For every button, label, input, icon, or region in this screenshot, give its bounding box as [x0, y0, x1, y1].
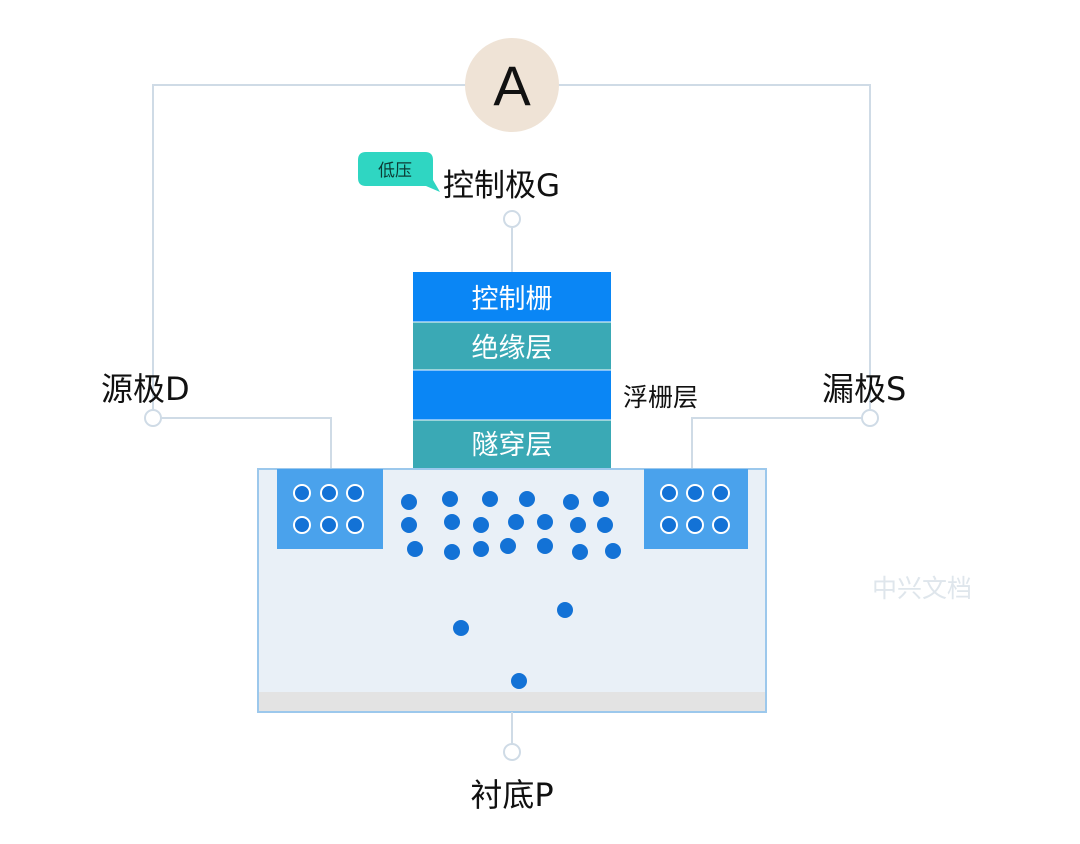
doped-electron — [320, 516, 338, 534]
doped-electron — [712, 516, 730, 534]
floating-gate-layer — [413, 370, 611, 420]
doped-electron — [293, 516, 311, 534]
electron-dot — [444, 514, 460, 530]
electron-dot — [401, 517, 417, 533]
electron-dot — [511, 673, 527, 689]
doped-electron — [346, 484, 364, 502]
electron-dot — [537, 514, 553, 530]
drain-doped-region — [644, 469, 748, 549]
electron-group — [293, 484, 730, 689]
electron-dot — [453, 620, 469, 636]
electron-dot — [605, 543, 621, 559]
ammeter-symbol: A — [493, 54, 531, 117]
insulation-layer — [413, 322, 611, 370]
ammeter: A — [465, 38, 559, 132]
drain-node — [861, 409, 879, 427]
source-doped-region — [277, 469, 383, 549]
substrate-node — [503, 743, 521, 761]
floating-gate-label: 浮栅层 — [623, 383, 698, 412]
control-gate-node — [503, 210, 521, 228]
source-label: 源极D — [101, 370, 190, 408]
electron-dot — [500, 538, 516, 554]
substrate-terminal: 衬底P — [470, 712, 554, 814]
electron-dot — [508, 514, 524, 530]
tunnel-layer — [413, 420, 611, 469]
doped-electron — [686, 516, 704, 534]
electron-dot — [537, 538, 553, 554]
electron-dot — [557, 602, 573, 618]
control-gate-layer-label: 控制栅 — [472, 284, 553, 315]
electron-dot — [444, 544, 460, 560]
control-gate-terminal: 低压 控制极G — [358, 152, 560, 272]
substrate-label: 衬底P — [470, 776, 553, 814]
electron-dot — [401, 494, 417, 510]
electron-dot — [597, 517, 613, 533]
electron-dot — [572, 544, 588, 560]
source-node — [144, 409, 162, 427]
tunnel-layer-label: 隧穿层 — [472, 430, 553, 461]
electron-dot — [473, 517, 489, 533]
doped-electron — [293, 484, 311, 502]
control-gate-label: 控制极G — [443, 168, 560, 204]
electron-dot — [473, 541, 489, 557]
electron-dot — [407, 541, 423, 557]
electron-dot — [482, 491, 498, 507]
doped-electron — [320, 484, 338, 502]
electron-dot — [570, 517, 586, 533]
doped-electron — [660, 484, 678, 502]
substrate-base-strip — [259, 692, 765, 711]
source-terminal: 源极D — [101, 370, 332, 469]
doped-electron — [686, 484, 704, 502]
doped-electron — [712, 484, 730, 502]
electron-dot — [442, 491, 458, 507]
watermark-text: 中兴文档 — [872, 574, 972, 603]
doped-electron — [660, 516, 678, 534]
drain-label: 漏极S — [822, 370, 906, 408]
control-gate-layer — [413, 272, 611, 322]
substrate — [257, 468, 767, 713]
insulation-layer-label: 绝缘层 — [472, 333, 553, 364]
voltage-badge-text: 低压 — [378, 161, 412, 181]
electron-dot — [519, 491, 535, 507]
drain-terminal: 漏极S — [691, 370, 906, 469]
drain-wire — [691, 417, 862, 469]
voltage-badge — [358, 152, 440, 192]
doped-electron — [346, 516, 364, 534]
ammeter-circle — [465, 38, 559, 132]
electron-dot — [563, 494, 579, 510]
source-wire — [161, 417, 332, 469]
gate-stack: 控制栅 绝缘层 隧穿层 — [413, 272, 611, 469]
electron-dot — [593, 491, 609, 507]
